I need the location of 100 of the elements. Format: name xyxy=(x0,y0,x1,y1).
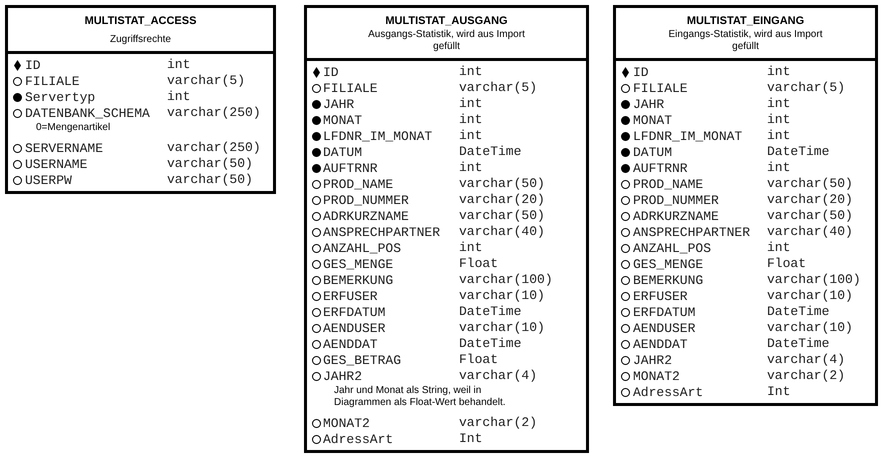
column-name: SERVERNAME xyxy=(25,141,104,156)
column-name: JAHR2 xyxy=(323,369,362,384)
column-name: JAHR xyxy=(323,97,354,112)
column-name: JAHR2 xyxy=(633,353,672,368)
data-type: Float xyxy=(459,256,498,272)
column-name: ANZAHL_POS xyxy=(323,241,402,256)
data-type: int xyxy=(459,64,482,80)
data-type: DateTime xyxy=(767,336,830,352)
data-type: int xyxy=(167,57,190,73)
column-name: GES_MENGE xyxy=(323,257,394,272)
data-type: varchar(50) xyxy=(459,176,545,192)
column-name: AUFTRNR xyxy=(633,161,688,176)
table-description: Zugriffsrechte xyxy=(110,34,171,46)
column-name: FILIALE xyxy=(323,81,378,96)
column-name: AdressArt xyxy=(323,432,394,447)
data-type: int xyxy=(459,240,482,256)
data-type: varchar(5) xyxy=(167,73,246,89)
column-note: 0=Mengenartikel xyxy=(36,122,110,134)
data-type: varchar(4) xyxy=(459,368,538,384)
data-type: DateTime xyxy=(459,144,522,160)
column-name: LFDNR_IM_MONAT xyxy=(323,129,432,144)
table-name: MULTISTAT_ACCESS xyxy=(84,15,196,28)
data-type: int xyxy=(767,96,790,112)
column-name: ANSPRECHPARTNER xyxy=(323,225,440,240)
column-name: MONAT xyxy=(323,113,362,128)
table-name: MULTISTAT_AUSGANG xyxy=(385,15,508,28)
column-name: AENDDAT xyxy=(323,337,378,352)
data-type: varchar(10) xyxy=(459,320,545,336)
data-type: int xyxy=(767,64,790,80)
column-name: AENDUSER xyxy=(323,321,386,336)
data-type: int xyxy=(767,240,790,256)
column-name: AENDUSER xyxy=(633,321,696,336)
column-name: ERFDATUM xyxy=(633,305,696,320)
column-name: USERNAME xyxy=(25,157,88,172)
data-type: Float xyxy=(459,352,498,368)
entity-table xyxy=(5,5,276,194)
column-name: GES_BETRAG xyxy=(323,353,402,368)
column-name: ADRKURZNAME xyxy=(633,209,719,224)
data-type: varchar(100) xyxy=(767,272,861,288)
column-note: Jahr und Monat als String, weil in Diagrammen als Float-Wert behandelt. xyxy=(334,385,507,409)
column-name: AENDDAT xyxy=(633,337,688,352)
column-name: Servertyp xyxy=(25,90,96,105)
data-type: int xyxy=(767,160,790,176)
data-type: varchar(250) xyxy=(167,105,261,121)
column-name: PROD_NAME xyxy=(323,177,394,192)
column-name: MONAT2 xyxy=(323,416,370,431)
column-name: ID xyxy=(25,58,41,73)
data-type: varchar(5) xyxy=(459,80,538,96)
column-name: PROD_NUMMER xyxy=(633,193,719,208)
data-type: int xyxy=(167,89,190,105)
data-type: varchar(250) xyxy=(167,140,261,156)
column-name: JAHR xyxy=(633,97,664,112)
column-name: LFDNR_IM_MONAT xyxy=(633,129,742,144)
column-name: DATUM xyxy=(633,145,672,160)
data-type: DateTime xyxy=(459,336,522,352)
entity-table xyxy=(613,5,878,406)
data-type: varchar(2) xyxy=(767,368,846,384)
data-type: int xyxy=(459,160,482,176)
column-name: ADRKURZNAME xyxy=(323,209,409,224)
data-type: varchar(40) xyxy=(767,224,853,240)
column-name: BEMERKUNG xyxy=(323,273,394,288)
data-type: varchar(5) xyxy=(767,80,846,96)
column-name: AdressArt xyxy=(633,385,704,400)
data-type: varchar(50) xyxy=(167,172,253,188)
column-name: MONAT xyxy=(633,113,672,128)
data-type: DateTime xyxy=(459,304,522,320)
data-type: varchar(40) xyxy=(459,224,545,240)
data-type: varchar(50) xyxy=(767,208,853,224)
data-type: Int xyxy=(767,384,790,400)
column-name: FILIALE xyxy=(633,81,688,96)
data-type: varchar(20) xyxy=(459,192,545,208)
data-type: varchar(4) xyxy=(767,352,846,368)
data-type: varchar(10) xyxy=(459,288,545,304)
data-type: DateTime xyxy=(767,144,830,160)
column-name: DATUM xyxy=(323,145,362,160)
data-type: Int xyxy=(459,431,482,447)
column-name: USERPW xyxy=(25,173,72,188)
column-name: ID xyxy=(633,65,649,80)
data-type: varchar(2) xyxy=(459,415,538,431)
data-type: varchar(10) xyxy=(767,288,853,304)
data-type: varchar(100) xyxy=(459,272,553,288)
column-name: AUFTRNR xyxy=(323,161,378,176)
data-type: varchar(10) xyxy=(767,320,853,336)
table-name: MULTISTAT_EINGANG xyxy=(686,15,804,28)
column-name: ANSPRECHPARTNER xyxy=(633,225,750,240)
data-type: varchar(20) xyxy=(767,192,853,208)
data-type: varchar(50) xyxy=(767,176,853,192)
column-name: ANZAHL_POS xyxy=(633,241,712,256)
table-description: Ausgangs-Statistik, wird aus Import gefüllt xyxy=(367,29,526,53)
column-name: GES_MENGE xyxy=(633,257,704,272)
column-name: PROD_NUMMER xyxy=(323,193,409,208)
column-name: ID xyxy=(323,65,339,80)
column-name: ERFDATUM xyxy=(323,305,386,320)
data-type: varchar(50) xyxy=(167,156,253,172)
column-name: BEMERKUNG xyxy=(633,273,704,288)
column-name: FILIALE xyxy=(25,74,80,89)
column-name: ERFUSER xyxy=(323,289,378,304)
data-type: varchar(50) xyxy=(459,208,545,224)
table-description: Eingangs-Statistik, wird aus Import gefüllt xyxy=(668,29,824,53)
data-type: DateTime xyxy=(767,304,830,320)
